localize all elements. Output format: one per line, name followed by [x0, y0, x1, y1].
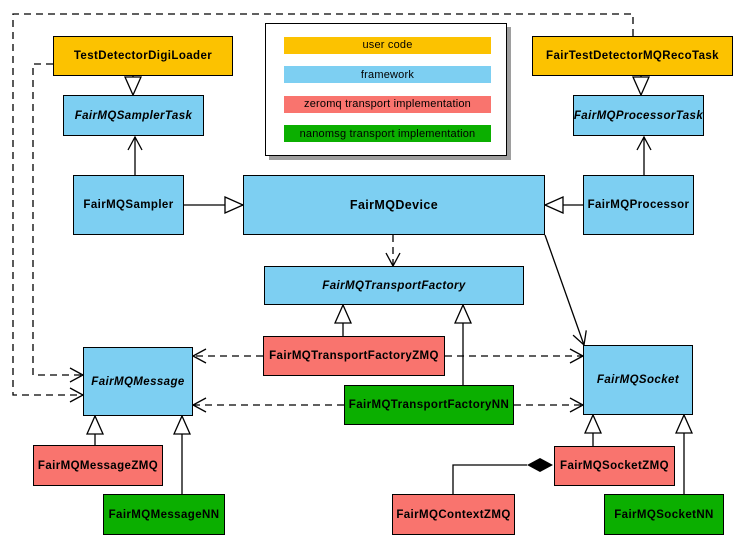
legend-item-framework: framework: [284, 66, 491, 84]
node-fairmq-transport-factory: FairMQTransportFactory: [264, 266, 524, 305]
node-fairmq-socket: FairMQSocket: [583, 345, 693, 415]
node-test-detector-digi-loader: TestDetectorDigiLoader: [53, 36, 233, 76]
node-fairmq-sampler-task: FairMQSamplerTask: [63, 95, 204, 136]
legend-item-nanomsg: nanomsg transport implementation: [284, 125, 491, 143]
legend-item-zeromq: zeromq transport implementation: [284, 95, 491, 113]
legend: user code framework zeromq transport imp…: [265, 23, 507, 156]
edge-comp-socket-zmq-context-zmq: [452, 464, 527, 494]
node-fairmq-socket-zmq: FairMQSocketZMQ: [554, 446, 675, 486]
composition-diamond-icon: [527, 458, 553, 472]
edge-dep-reco-task-message: [12, 13, 634, 403]
node-fairmq-message-zmq: FairMQMessageZMQ: [33, 445, 163, 486]
node-fairmq-sampler: FairMQSampler: [73, 175, 184, 235]
node-fairmq-message-nn: FairMQMessageNN: [103, 494, 225, 535]
legend-item-user-code: user code: [284, 36, 491, 54]
node-fairmq-context-zmq: FairMQContextZMQ: [392, 494, 515, 535]
node-fairmq-socket-nn: FairMQSocketNN: [604, 494, 724, 535]
node-fairmq-device: FairMQDevice: [243, 175, 545, 235]
node-fairmq-processor-task: FairMQProcessorTask: [573, 95, 704, 136]
node-fairmq-transport-factory-zmq: FairMQTransportFactoryZMQ: [263, 336, 445, 376]
node-fairmq-transport-factory-nn: FairMQTransportFactoryNN: [344, 385, 514, 425]
node-fairmq-message: FairMQMessage: [83, 347, 193, 416]
node-fair-test-detector-mq-reco-task: FairTestDetectorMQRecoTask: [532, 36, 733, 76]
node-fairmq-processor: FairMQProcessor: [583, 175, 694, 235]
edge-assoc-device-socket: [544, 234, 587, 347]
